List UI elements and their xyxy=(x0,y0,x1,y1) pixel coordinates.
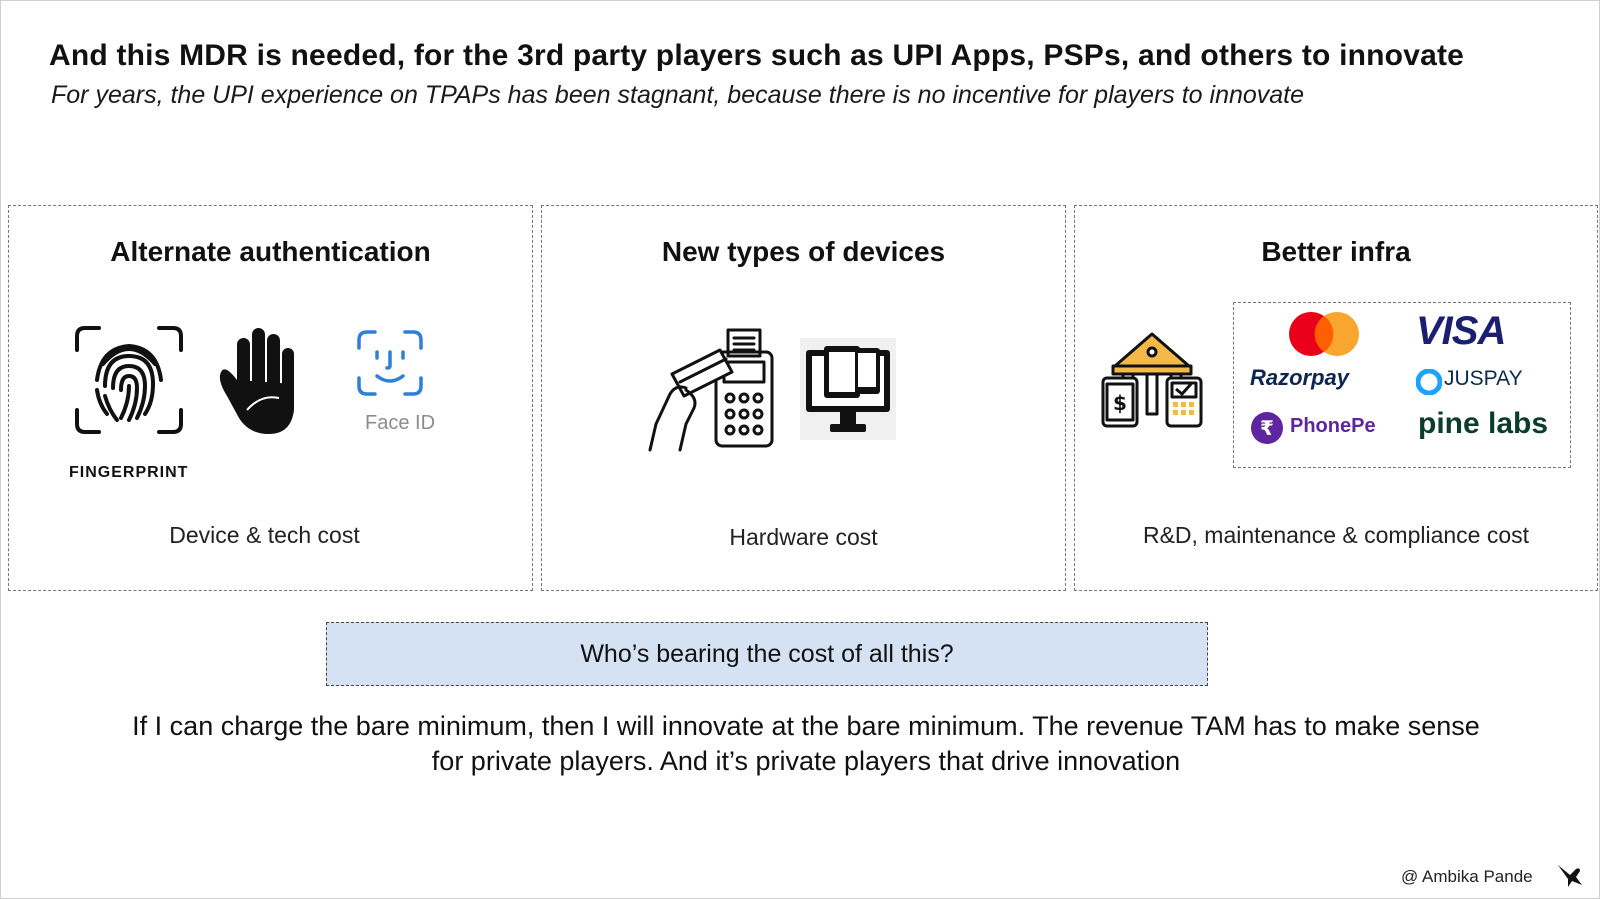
fingerprint-icon xyxy=(75,326,183,434)
multi-device-icon xyxy=(800,338,896,440)
bank-payment-icon: $ xyxy=(1101,332,1203,428)
conclusion-line-2: for private players. And it’s private pl… xyxy=(431,746,1181,776)
payment-logos-box: VISA Razorpay JUSPAY ₹ PhonePe pine labs xyxy=(1233,302,1571,468)
mastercard-logo-icon xyxy=(1289,312,1359,356)
panel-footer: Device & tech cost xyxy=(169,522,360,548)
bird-logo-icon xyxy=(1558,865,1582,887)
fingerprint-label: FINGERPRINT xyxy=(69,464,189,481)
svg-text:$: $ xyxy=(1113,391,1127,415)
panel-title: New types of devices xyxy=(661,236,946,267)
phonepe-logo-icon: ₹ xyxy=(1251,412,1283,444)
slide-subtitle: For years, the UPI experience on TPAPs h… xyxy=(51,81,1305,109)
panel-footer: R&D, maintenance & compliance cost xyxy=(1142,522,1530,548)
face-id-label: Face ID xyxy=(365,412,436,434)
juspay-logo-icon xyxy=(1416,369,1442,395)
panel-alternate-authentication: Alternate authentication FINGERPRINT xyxy=(8,205,533,591)
panel-better-infra: Better infra $ xyxy=(1074,205,1598,591)
panel-title: Alternate authentication xyxy=(110,236,431,267)
panel-footer: Hardware cost xyxy=(729,524,878,550)
question-callout: Who’s bearing the cost of all this? xyxy=(326,622,1208,686)
juspay-logo: JUSPAY xyxy=(1444,367,1523,390)
visa-logo: VISA xyxy=(1416,309,1506,353)
svg-text:₹: ₹ xyxy=(1260,416,1274,440)
palm-icon xyxy=(219,328,294,434)
pinelabs-logo: pine labs xyxy=(1418,407,1549,440)
panel-new-types-of-devices: New types of devices xyxy=(541,205,1066,591)
slide-title: And this MDR is needed, for the 3rd part… xyxy=(49,39,1465,72)
face-id-icon xyxy=(357,330,423,396)
phonepe-logo: PhonePe xyxy=(1290,415,1376,437)
panel-title: Better infra xyxy=(1261,236,1411,267)
razorpay-logo: Razorpay xyxy=(1250,365,1350,390)
card-pos-terminal-icon xyxy=(648,328,774,452)
conclusion-line-1: If I can charge the bare minimum, then I… xyxy=(132,711,1480,741)
author-credit: @ Ambika Pande xyxy=(1401,867,1533,886)
conclusion-text: If I can charge the bare minimum, then I… xyxy=(41,709,1571,779)
